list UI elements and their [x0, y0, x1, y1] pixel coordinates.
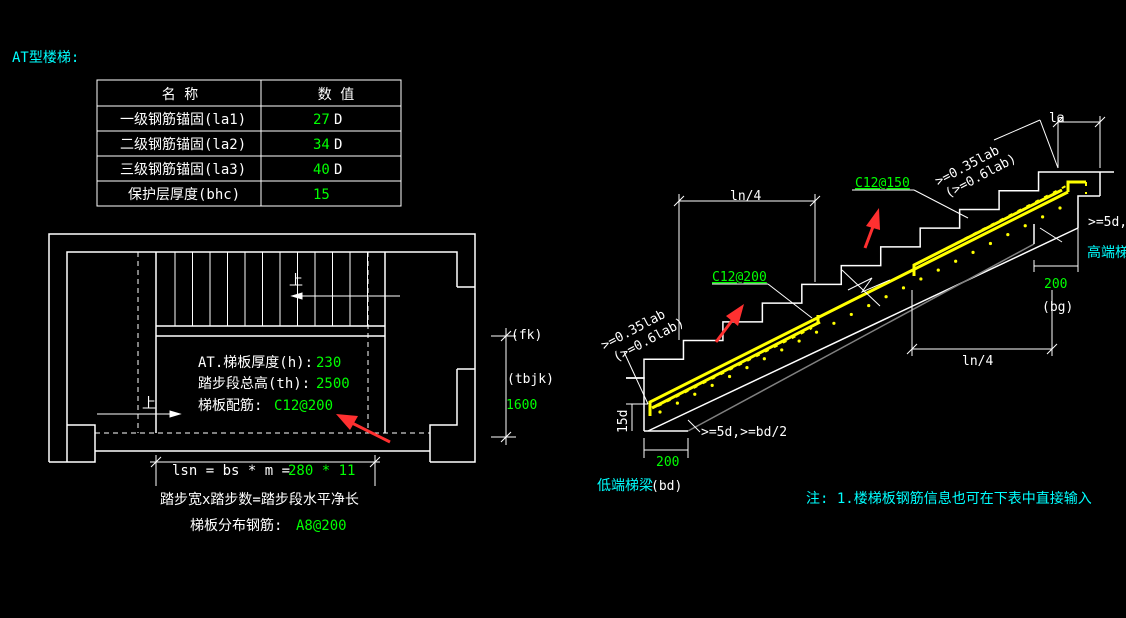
rebar-value[interactable]: C12@200	[274, 398, 333, 414]
table-row-name: 一级钢筋锚固(la1)	[120, 111, 246, 128]
table-row-name: 保护层厚度(bhc)	[128, 187, 240, 203]
height-label: 踏步段总高(th):	[198, 375, 310, 392]
rebar-dot	[988, 241, 993, 246]
drawing-title: AT型楼梯:	[12, 50, 79, 66]
table-row-value[interactable]: 27	[313, 112, 330, 128]
rebar-dot	[745, 366, 749, 370]
note-text: 注: 1.楼梯板钢筋信息也可在下表中直接输入	[806, 490, 1092, 507]
red-pointer-arrow	[714, 208, 880, 343]
rebar-dot	[1023, 224, 1027, 228]
lsn-label: lsn = bs * m =	[172, 463, 290, 479]
tbjk-label: (tbjk)	[507, 372, 554, 387]
rebar-dot	[919, 277, 923, 281]
slab-bottom-line	[687, 243, 1035, 432]
rebar-dot	[867, 303, 871, 308]
rebar-label: 梯板配筋:	[198, 397, 262, 414]
table-row-unit: D	[334, 112, 342, 128]
table-row-value[interactable]: 15	[313, 187, 330, 203]
rebar-dot	[797, 339, 801, 343]
rebar-dot	[710, 383, 714, 387]
table-row-value[interactable]: 40	[313, 162, 330, 178]
rebar-dot	[971, 250, 975, 254]
thickness-value[interactable]: 230	[316, 355, 341, 371]
dim-15d: 15d	[616, 410, 631, 433]
rebar-dot	[693, 392, 697, 396]
rebar-dot	[936, 268, 940, 272]
rebar-dot	[832, 321, 836, 325]
table-row-name: 二级钢筋锚固(la2)	[120, 136, 246, 153]
dimension-ticks	[673, 116, 1106, 355]
plan-bottom-dimension	[150, 455, 381, 486]
rebar-dot	[1058, 206, 1062, 210]
param-table	[96, 79, 402, 207]
height-value[interactable]: 2500	[316, 376, 350, 392]
rebar-top-label[interactable]: C12@150	[855, 176, 910, 191]
rebar-mid-label[interactable]: C12@200	[712, 270, 767, 285]
left-anchor-label: >=5d,>=bd/2	[701, 425, 787, 440]
table-row-unit: D	[334, 137, 342, 153]
bd-label: (bd)	[651, 479, 682, 494]
rebar-dot	[780, 348, 784, 352]
lsn-values[interactable]: 280 * 11	[288, 463, 355, 479]
up-label: 上	[289, 273, 303, 289]
section-dimensions	[623, 116, 1101, 458]
table-header-value: 数 值	[318, 87, 354, 103]
stair-plan	[48, 233, 476, 463]
dim-200-right[interactable]: 200	[1044, 277, 1067, 292]
rebar-dot	[727, 374, 732, 379]
up-label: 上	[142, 396, 156, 412]
rebar-dot	[675, 401, 679, 405]
rebar-dot	[901, 286, 906, 290]
dim-200-left[interactable]: 200	[656, 455, 679, 470]
distribution-label: 梯板分布钢筋:	[190, 517, 282, 534]
rebar-dot	[849, 312, 853, 317]
plan-right-dimension	[491, 328, 516, 445]
thickness-label: AT.梯板厚度(h):	[198, 355, 313, 371]
low-beam-label: 低端梯梁	[597, 478, 653, 494]
rebar-dot	[1006, 233, 1010, 237]
la-label: la	[1049, 111, 1065, 126]
rebar-dot	[814, 330, 819, 334]
up-arrow	[97, 292, 400, 418]
fk-label: (fk)	[511, 328, 542, 343]
high-beam-label: 高端梯	[1087, 244, 1126, 261]
rebar-main	[648, 180, 1086, 416]
rebar-dot	[884, 295, 888, 299]
formula-note: 踏步宽x踏步数=踏步段水平净长	[160, 491, 359, 508]
rebar-dot	[658, 410, 662, 414]
rebar-dot	[954, 259, 958, 263]
red-pointer-arrow	[336, 414, 391, 444]
right-anchor-label: >=5d,	[1088, 215, 1126, 230]
ln4-top-label: ln/4	[730, 189, 761, 204]
bg-label: (bg)	[1042, 300, 1073, 315]
stair-section-profile	[626, 171, 1114, 432]
table-header-name: 名 称	[162, 87, 198, 103]
ln4-bottom-label: ln/4	[962, 354, 993, 369]
tbjk-value[interactable]: 1600	[506, 398, 537, 413]
table-row-value[interactable]: 34	[313, 137, 330, 153]
rebar-distribution-dots	[658, 206, 1062, 414]
rebar-dot	[762, 357, 766, 361]
table-row-name: 三级钢筋锚固(la3)	[120, 161, 246, 178]
rebar-dashed	[657, 182, 1087, 407]
rebar-dot	[1041, 215, 1045, 219]
table-row-unit: D	[334, 162, 342, 178]
param-table-text: 名 称 数 值 一级钢筋锚固(la1) 27 D 二级钢筋锚固(la2) 34 …	[120, 87, 354, 203]
distribution-value[interactable]: A8@200	[296, 518, 347, 534]
plan-tread-lines	[174, 252, 368, 326]
